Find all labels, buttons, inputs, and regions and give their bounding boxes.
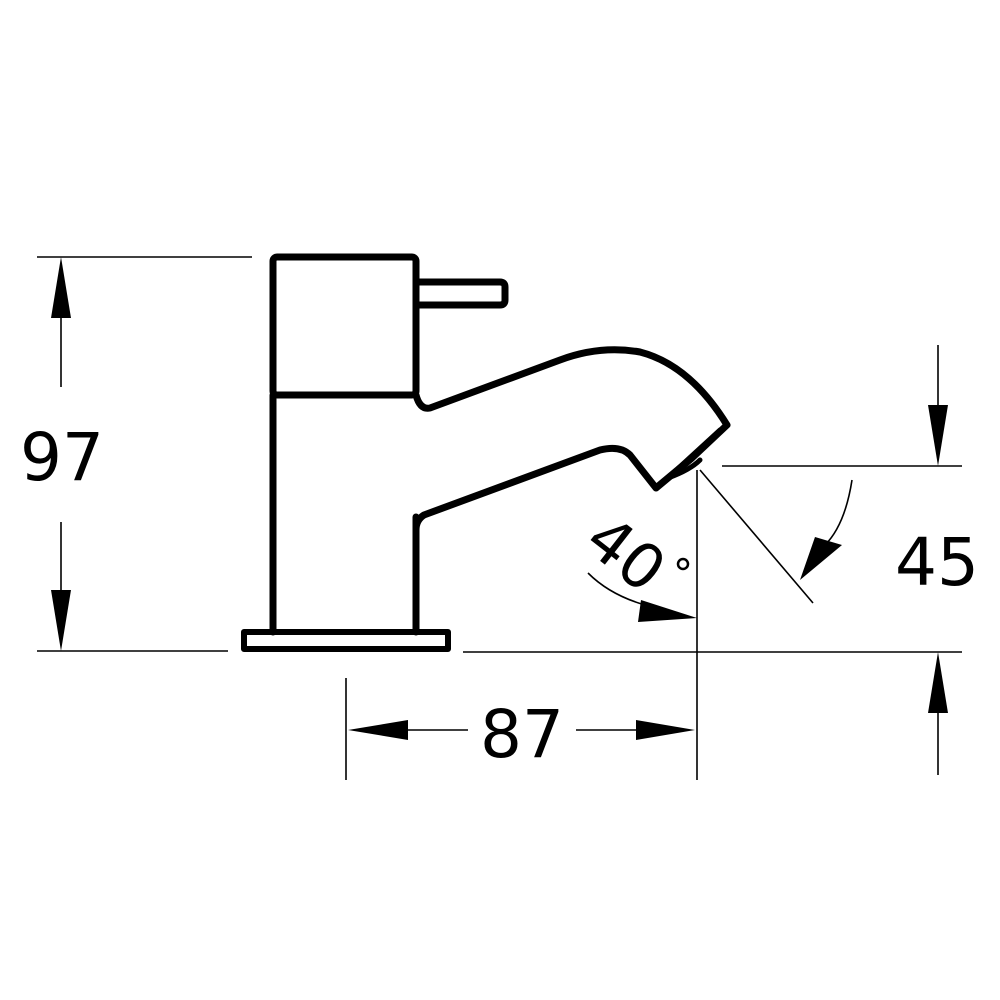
tap-head [269, 253, 420, 399]
arrow-icon [800, 537, 842, 580]
dimension-height [37, 256, 252, 652]
tap-spout [412, 346, 731, 534]
dimension-angle [587, 469, 853, 622]
arrow-down-icon [51, 590, 71, 651]
degree-symbol [676, 557, 690, 571]
dimension-spout-height-label: 45 [895, 524, 979, 601]
tap-lever [412, 278, 509, 309]
arrow-right-icon [636, 720, 695, 740]
tap-stem [269, 391, 420, 636]
dimension-height-label: 97 [20, 419, 104, 496]
dimension-projection [345, 470, 698, 780]
arrow-up-icon [928, 652, 948, 713]
arrow-left-icon [348, 720, 408, 740]
tap-aerator [657, 427, 723, 488]
arrow-icon [638, 600, 697, 622]
dimension-projection-label: 87 [480, 696, 564, 773]
arrow-up-icon [51, 257, 71, 318]
tap-body [241, 253, 731, 652]
arrow-down-icon [928, 405, 948, 466]
tap-base [241, 629, 451, 652]
dimension-angle-label: 40 [572, 501, 679, 607]
dimension-spout-height [463, 345, 962, 775]
